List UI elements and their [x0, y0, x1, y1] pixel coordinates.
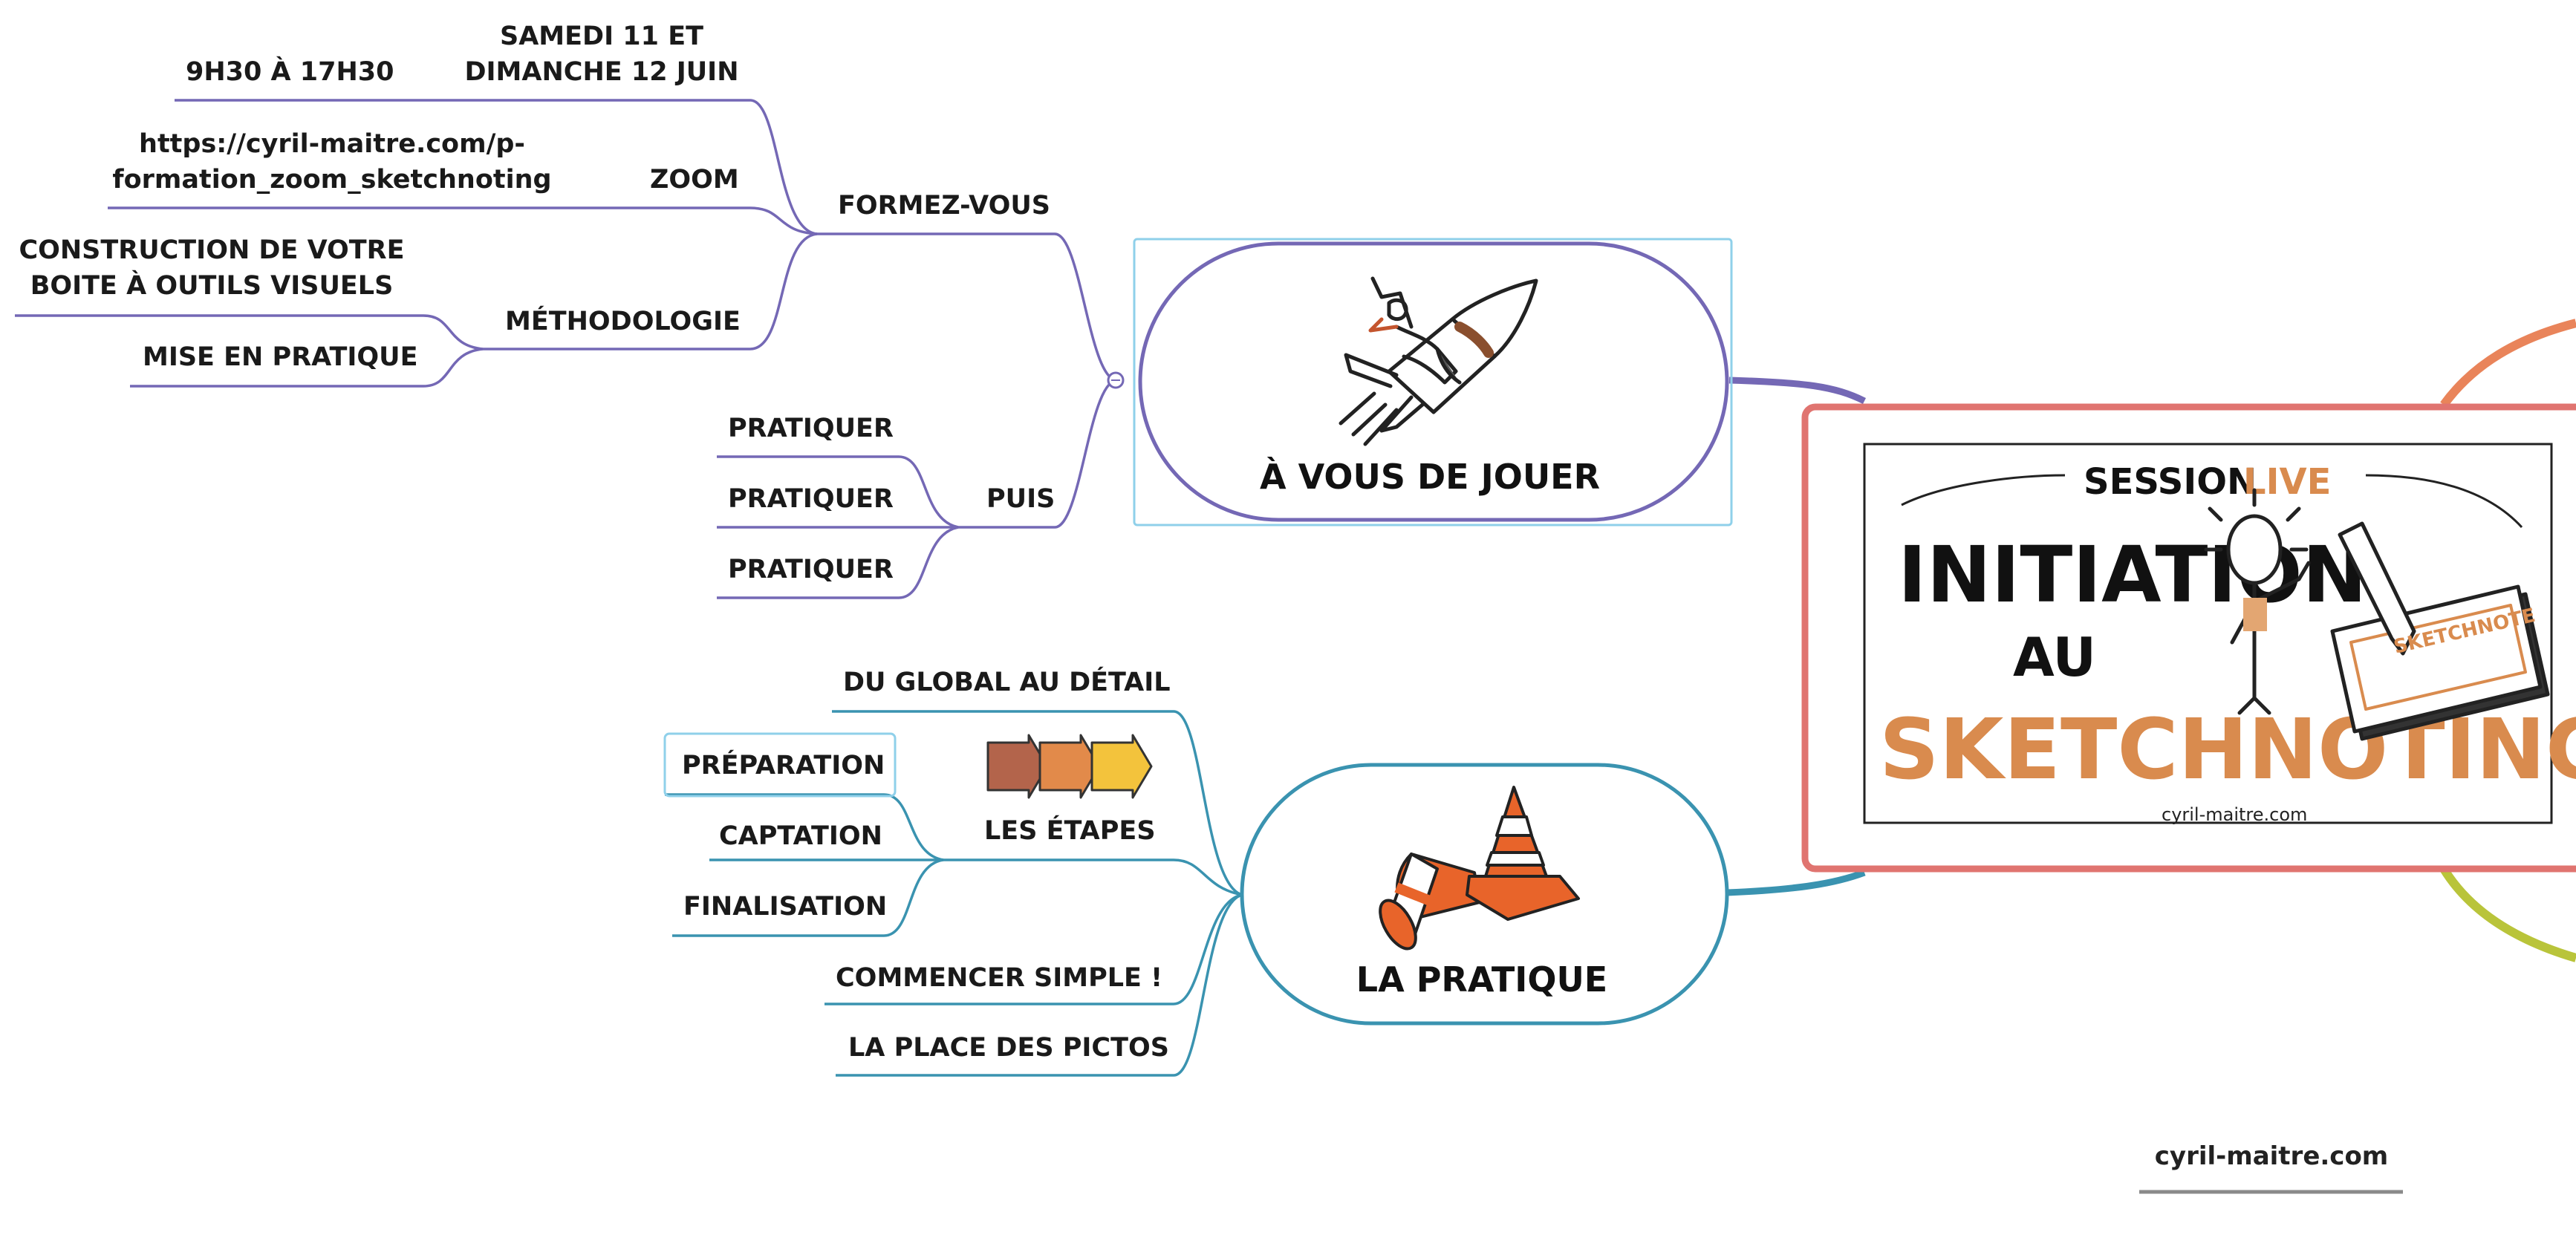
- line-to-date: [175, 99, 818, 235]
- subtopic-hours: 9H30 À 17H30: [186, 56, 394, 87]
- line-to-pratiquer-3: [717, 526, 959, 599]
- subtopic-construction-line1: CONSTRUCTION DE VOTRE: [19, 235, 404, 265]
- connector-right-orange: [2440, 319, 2576, 408]
- subtopic-place-des-pictos[interactable]: LA PLACE DES PICTOS: [848, 1033, 1169, 1063]
- au-label: AU: [2013, 626, 2096, 688]
- line-to-methodologie: [483, 232, 818, 351]
- traffic-cones-icon: [1379, 786, 1580, 951]
- subtopic-date-line1: SAMEDI 11 ET: [500, 22, 703, 51]
- footer-site[interactable]: cyril-maitre.com: [2155, 1141, 2388, 1171]
- header-arc: [1901, 474, 2523, 529]
- line-to-formez-vous: [817, 232, 1116, 382]
- session-label: SESSION: [2084, 461, 2257, 503]
- topic-la-pratique[interactable]: LA PRATIQUE: [1240, 763, 1729, 1026]
- subtopic-methodologie[interactable]: MÉTHODOLOGIE: [505, 305, 741, 336]
- subtopic-commencer-simple[interactable]: COMMENCER SIMPLE !: [836, 963, 1162, 993]
- rocket-rider-icon: [1339, 276, 1538, 446]
- subtopic-finalisation[interactable]: FINALISATION: [683, 892, 887, 922]
- subtopic-les-etapes[interactable]: LES ÉTAPES: [984, 815, 1156, 846]
- central-credit: cyril-maitre.com: [2162, 804, 2307, 825]
- live-label: LIVE: [2243, 461, 2331, 503]
- line-to-finalisation: [672, 858, 944, 937]
- subtopic-pratiquer-1[interactable]: PRATIQUER: [728, 414, 894, 443]
- connector-central-bottom: [1726, 869, 1866, 896]
- subtopic-mise-en-pratique[interactable]: MISE EN PRATIQUE: [143, 342, 418, 372]
- line-to-simple: [824, 893, 1243, 1005]
- topic-title: LA PRATIQUE: [1356, 959, 1607, 1000]
- subtopic-captation[interactable]: CAPTATION: [719, 821, 882, 851]
- subtopic-construction-line2: BOITE À OUTILS VISUELS: [30, 270, 394, 301]
- subtopic-pratiquer-2[interactable]: PRATIQUER: [728, 484, 894, 514]
- subtopic-formez-vous[interactable]: FORMEZ-VOUS: [838, 191, 1050, 221]
- pen-and-card-icon: [2330, 521, 2550, 741]
- central-topic[interactable]: SESSION LIVE INITIATION AU SKETCHNOTING …: [1801, 403, 2576, 873]
- line-to-etapes: [943, 858, 1243, 896]
- sketchnoting-label: SKETCHNOTING: [1879, 702, 2576, 798]
- subtopic-global[interactable]: DU GLOBAL AU DÉTAIL: [843, 666, 1171, 697]
- initiation-label: INITIATION: [1898, 529, 2367, 620]
- stick-figure-icon: [2204, 488, 2311, 715]
- subtopic-zoom-url-line1[interactable]: https://cyril-maitre.com/p-: [139, 129, 525, 159]
- line-to-construction: [15, 314, 484, 351]
- subtopic-zoom[interactable]: ZOOM: [650, 165, 739, 195]
- subtopic-zoom-url-line2[interactable]: formation_zoom_sketchnoting: [112, 165, 551, 195]
- connector-central-top: [1728, 376, 1867, 405]
- connector-right-lime: [2439, 866, 2576, 962]
- topic-title: À VOUS DE JOUER: [1260, 457, 1600, 497]
- subtopic-pratiquer-3[interactable]: PRATIQUER: [728, 555, 894, 584]
- line-to-pictos: [836, 893, 1243, 1077]
- line-to-pratiquer-1: [717, 455, 959, 529]
- line-to-global: [832, 710, 1243, 896]
- line-to-zoom: [108, 206, 818, 235]
- subtopic-date-line2: DIMANCHE 12 JUIN: [464, 57, 738, 87]
- topic-a-vous-de-jouer[interactable]: À VOUS DE JOUER: [1133, 238, 1733, 527]
- subtopic-preparation[interactable]: PRÉPARATION: [682, 749, 885, 780]
- selection-frame-preparation: [663, 732, 897, 798]
- line-to-puis: [958, 379, 1116, 529]
- arrow-steps-icon: [986, 734, 1153, 799]
- line-to-mise-en-pratique: [130, 348, 484, 388]
- selection-frame: [1133, 238, 1733, 527]
- subtopic-puis[interactable]: PUIS: [986, 484, 1055, 514]
